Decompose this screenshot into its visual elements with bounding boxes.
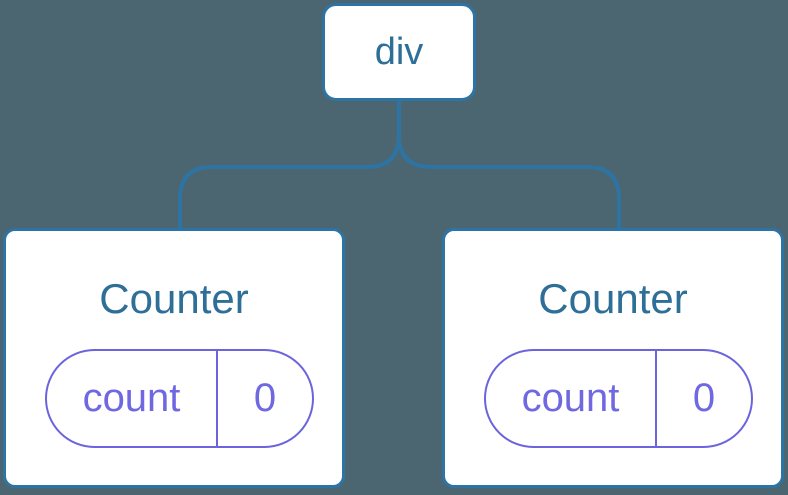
state-badge: count 0 [484,349,753,448]
tree-node-div: div [322,3,476,101]
state-key: count [486,351,657,446]
component-card-counter-right: Counter count 0 [442,228,784,488]
component-title: Counter [99,275,249,322]
state-badge: count 0 [45,349,314,448]
state-value: 0 [692,376,716,420]
state-value: 0 [253,376,277,420]
connector-left-branch [178,101,401,228]
component-title: Counter [538,275,688,322]
state-key: count [47,351,218,446]
connector-right-branch [397,101,621,228]
tree-node-div-label: div [374,30,424,73]
component-card-counter-left: Counter count 0 [3,228,345,488]
